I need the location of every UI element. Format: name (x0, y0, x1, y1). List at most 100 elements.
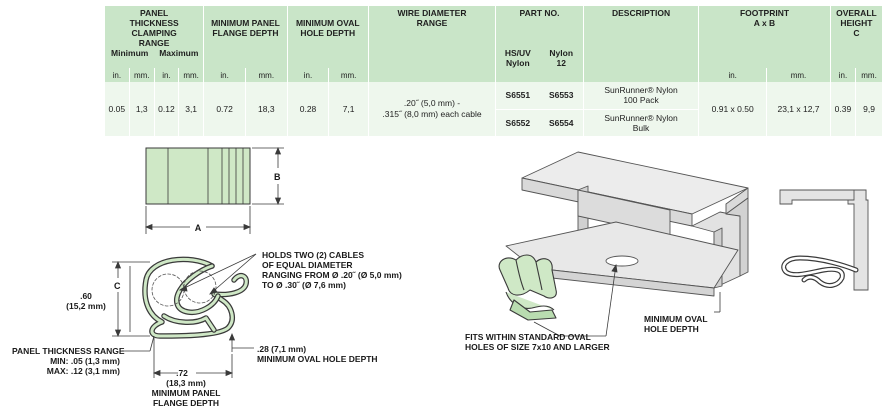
header-nylon12: Nylon 12 (540, 48, 584, 68)
panel-thickness-note: PANEL THICKNESS RANGE MIN: .05 (1,3 mm) … (12, 346, 125, 376)
dimension-a (144, 206, 252, 234)
height-in: .60 (80, 291, 92, 301)
unit-mm: mm. (766, 68, 831, 82)
header-wire-range: WIRE DIAMETER RANGE (367, 6, 496, 68)
cell-foot-mm: 23,1 x 12,7 (766, 82, 831, 136)
cell-desc-2-b: Bulk (632, 122, 650, 133)
cell-foot-in: 0.91 x 0.50 (698, 82, 767, 136)
leader-panel-thickness (122, 335, 155, 352)
fits-note: FITS WITHIN STANDARD OVAL HOLES OF SIZE … (465, 332, 610, 352)
unit-in: in. (698, 68, 767, 82)
flange-caption-2: FLANGE DEPTH (152, 398, 220, 408)
cell-max-in: 0.12 (153, 82, 179, 136)
unit-mm: mm. (178, 68, 204, 82)
dimension-c (112, 260, 150, 338)
header-minimum: Minimum (111, 48, 149, 58)
unit-in: in. (829, 68, 856, 82)
cell-oval-in: 0.28 (286, 82, 329, 136)
min-oval-hole-depth-note: MINIMUM OVAL HOLE DEPTH (644, 314, 708, 334)
header-nylon12-line2: 12 (556, 58, 566, 68)
cell-part-hsuv-1: S6551 (495, 82, 540, 109)
cell-min-in: 0.05 (108, 104, 126, 114)
unit-mm: mm. (128, 68, 155, 82)
leader-oval-depth (228, 332, 254, 352)
cell-desc-1-a: SunRunner® Nylon (604, 85, 678, 96)
cell-part-n12-2: S6554 (539, 108, 584, 136)
technical-drawing-left: A B C (112, 146, 284, 378)
height-mm: (15,2 mm) (66, 301, 106, 311)
header-description: DESCRIPTION (582, 6, 699, 68)
dim-b-label: B (274, 172, 281, 182)
panel-thickness-max: MAX: .12 (3,1 mm) (46, 366, 120, 376)
unit-in: in. (286, 68, 329, 82)
fits-line-1: FITS WITHIN STANDARD OVAL (465, 332, 591, 342)
clip-side-profile (142, 256, 250, 339)
cell-part-n12-1: S6553 (548, 90, 574, 101)
flange-value-in: .72 (176, 368, 188, 378)
height-dim-label: .60 (15,2 mm) (60, 291, 112, 311)
header-hsuv-line1: HS/UV (504, 48, 531, 58)
holds-line-2: OF EQUAL DIAMETER (262, 260, 353, 270)
cell-max-mm: 3,1 (178, 82, 204, 136)
flange-value-mm: (18,3 mm) (166, 378, 206, 388)
mounting-rail (505, 151, 749, 297)
cell-desc-2: SunRunner® Nylon Bulk (582, 108, 699, 136)
header-hsuv-line2: Nylon (506, 58, 530, 68)
cell-desc-1: SunRunner® Nylon 100 Pack (582, 82, 699, 109)
cell-wire-line2: .315˝ (8,0 mm) each cable (382, 109, 482, 119)
cross-section-view (779, 189, 869, 291)
clip-top-view (145, 147, 251, 205)
holds-line-4: TO Ø .30˝ (Ø 7,6 mm) (262, 280, 346, 290)
panel-thickness-min: MIN: .05 (1,3 mm) (50, 356, 120, 366)
cell-flange-in: 0.72 (203, 82, 246, 136)
header-footprint-label: FOOTPRINT (739, 8, 790, 18)
cell-wire-range: .20˝ (5,0 mm) - .315˝ (8,0 mm) each cabl… (367, 82, 496, 136)
cell-oval-mm: 7,1 (328, 82, 369, 136)
fits-line-2: HOLES OF SIZE 7x10 AND LARGER (465, 342, 610, 352)
cell-height-mm: 9,9 (855, 82, 882, 136)
header-hsuv: HS/UV Nylon (495, 48, 540, 68)
header-nylon12-line1: Nylon (549, 48, 574, 58)
spec-table: PANEL THICKNESS CLAMPING RANGE MINIMUM P… (105, 6, 882, 136)
unit-in: in. (112, 70, 122, 80)
mohd-line-1: MINIMUM OVAL (644, 314, 708, 324)
header-overall-height: OVERALL HEIGHT C (829, 6, 882, 48)
leader-holds (178, 253, 257, 295)
cell-desc-1-b: 100 Pack (623, 95, 659, 106)
technical-drawing-right (498, 151, 869, 337)
flange-depth-note: .72 (18,3 mm) MINIMUM PANEL FLANGE DEPTH (146, 368, 226, 408)
cell-wire-line1: .20˝ (5,0 mm) - (403, 98, 461, 108)
dim-a-label: A (195, 223, 202, 233)
cell-flange-mm: 18,3 (244, 82, 288, 136)
dimension-flange (152, 338, 234, 378)
holds-line-1: HOLDS TWO (2) CABLES (262, 250, 364, 260)
header-min-oval: MINIMUM OVAL HOLE DEPTH (286, 6, 369, 48)
unit-mm: mm. (328, 68, 369, 82)
header-maximum: Maximum (159, 48, 199, 58)
holds-line-3: RANGING FROM Ø .20˝ (Ø 5,0 mm) (262, 270, 402, 280)
unit-mm: mm. (244, 68, 288, 82)
header-part-no: PART NO. (495, 6, 584, 48)
leader-fits (533, 263, 618, 337)
dim-c-label: C (114, 281, 121, 291)
holds-cables-note: HOLDS TWO (2) CABLES OF EQUAL DIAMETER R… (262, 250, 402, 290)
cell-min-mm: 1,3 (128, 82, 155, 136)
oval-depth-note: .28 (7,1 mm) MINIMUM OVAL HOLE DEPTH (257, 344, 378, 364)
unit-in: in. (153, 68, 179, 82)
header-footprint: FOOTPRINT A x B (698, 6, 831, 48)
unit-mm: mm. (855, 68, 882, 82)
header-footprint-sub: A x B (753, 18, 776, 28)
cell-desc-2-a: SunRunner® Nylon (604, 112, 678, 123)
clip-isometric (498, 254, 557, 321)
header-overall-height-label: OVERALL HEIGHT (836, 8, 877, 28)
header-min-flange: MINIMUM PANEL FLANGE DEPTH (203, 6, 288, 48)
leader-mohd (714, 292, 721, 313)
flange-caption-1: MINIMUM PANEL (151, 388, 221, 398)
unit-in: in. (203, 68, 246, 82)
dimension-b (252, 146, 284, 206)
header-overall-height-sub: C (853, 28, 860, 38)
panel-thickness-caption: PANEL THICKNESS RANGE (12, 346, 125, 356)
oval-depth-value: .28 (7,1 mm) (257, 344, 307, 354)
cross-section-clip (781, 255, 859, 288)
cell-height-in: 0.39 (829, 82, 856, 136)
